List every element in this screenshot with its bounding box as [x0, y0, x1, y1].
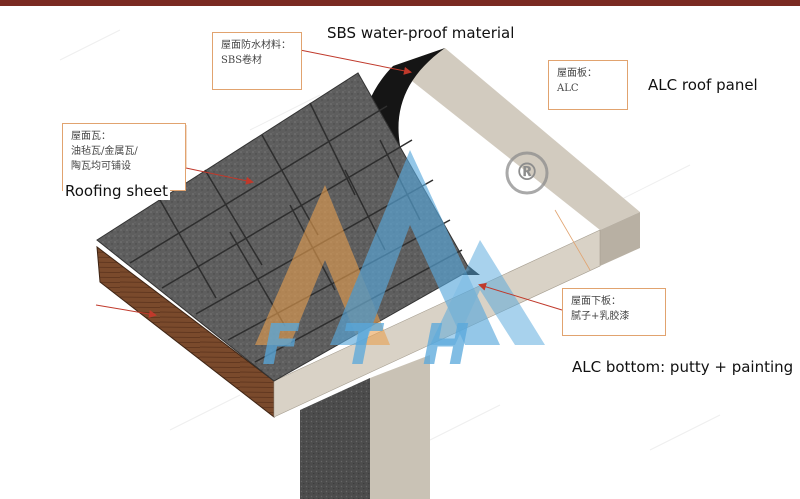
callout-bottom-line2: 腻子+乳胶漆 [571, 311, 630, 322]
label-sbs-en: SBS water-proof material [327, 24, 515, 42]
top-border [0, 0, 800, 6]
label-bottom-en: ALC bottom: putty + painting [572, 358, 794, 376]
callout-sheet-line3: 陶瓦均可铺设 [71, 161, 131, 172]
support-column-right [370, 355, 430, 499]
callout-sheet-line2: 油毡瓦/金属瓦/ [71, 146, 138, 157]
registered-mark: ® [515, 158, 539, 186]
callout-leaders [185, 125, 591, 271]
label-sheet-en: Roofing sheet [63, 182, 171, 200]
support-column-left [300, 378, 370, 499]
bottom-arrow [478, 282, 563, 311]
registered-mark-circle [505, 151, 549, 195]
sbs-arrow [299, 49, 412, 75]
fascia-arrow [95, 304, 157, 318]
logo-blue-peak-right [430, 240, 545, 345]
callout-bottom-line1: 屋面下板： [571, 296, 621, 307]
callout-arrows [95, 49, 563, 318]
callout-panel-line1: 屋面板： [557, 68, 597, 79]
callout-sbs: 屋面防水材料： SBS卷材 [212, 32, 302, 90]
label-panel-en: ALC roof panel [648, 76, 758, 94]
callout-sbs-line2: SBS卷材 [221, 55, 263, 66]
callout-panel: 屋面板： ALC [548, 60, 628, 110]
callout-panel-line2: ALC [557, 83, 579, 94]
callout-sheet: 屋面瓦： 油毡瓦/金属瓦/ 陶瓦均可铺设 [62, 123, 186, 191]
alc-panel-right-face [600, 212, 640, 266]
fth-watermark-logo [255, 150, 549, 345]
background-watermark-lines [59, 29, 721, 451]
alc-panel-top [393, 48, 640, 230]
watermark-text: FTH [262, 313, 512, 378]
callout-sbs-line1: 屋面防水材料： [221, 40, 291, 51]
sheet-arrow [185, 167, 254, 185]
callout-sheet-line1: 屋面瓦： [71, 131, 111, 142]
callout-bottom: 屋面下板： 腻子+乳胶漆 [562, 288, 666, 336]
